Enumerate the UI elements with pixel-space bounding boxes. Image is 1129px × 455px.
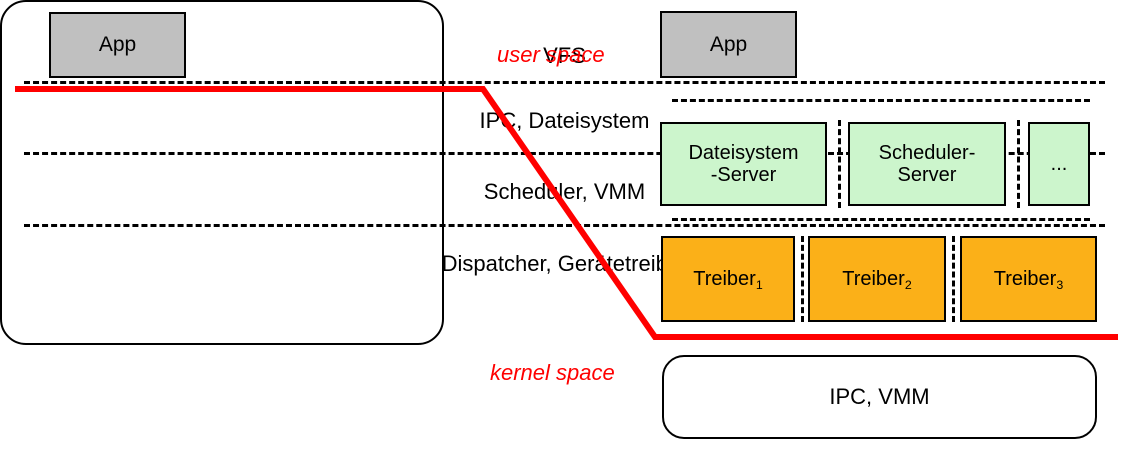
monolithic-separator-1 (24, 81, 1105, 84)
driver-name-1: Treiber (693, 267, 756, 290)
server-vertical-separator-2 (1017, 120, 1020, 208)
server-box-scheduler: Scheduler- Server (848, 122, 1006, 206)
driver-label-2: Treiber2 (842, 267, 912, 292)
driver-name-3: Treiber (993, 267, 1057, 290)
driver-box-treiber-3: Treiber3 (960, 236, 1097, 322)
driver-vertical-separator-1 (801, 236, 804, 322)
user-space-label: user space (497, 42, 605, 67)
monolithic-layer-vfs: VFS (543, 43, 586, 68)
driver-box-treiber-2: Treiber2 (808, 236, 946, 322)
driver-name-2: Treiber (842, 267, 905, 290)
driver-index-3: 3 (1056, 277, 1064, 292)
driver-label-3: Treiber3 (993, 267, 1064, 292)
microkernel-core-box: IPC, VMM (662, 355, 1097, 439)
driver-vertical-separator-2 (952, 236, 955, 322)
microkernel-separator-below-servers (672, 218, 1090, 221)
microkernel-separator-above-servers (672, 99, 1090, 102)
server-box-ellipsis: ... (1028, 122, 1090, 206)
driver-label-1: Treiber1 (693, 267, 763, 292)
microkernel-app-box: App (660, 11, 797, 78)
driver-index-1: 1 (755, 277, 763, 292)
monolithic-separator-3 (24, 224, 1105, 227)
monolithic-kernel-box: VFS IPC, Dateisystem Scheduler, VMM Disp… (0, 0, 1105, 345)
kernel-space-label: kernel space (490, 360, 615, 385)
monolithic-app-box: App (49, 12, 186, 78)
driver-index-2: 2 (904, 277, 912, 292)
driver-box-treiber-1: Treiber1 (661, 236, 795, 322)
server-vertical-separator-1 (838, 120, 841, 208)
server-box-dateisystem: Dateisystem -Server (660, 122, 827, 206)
